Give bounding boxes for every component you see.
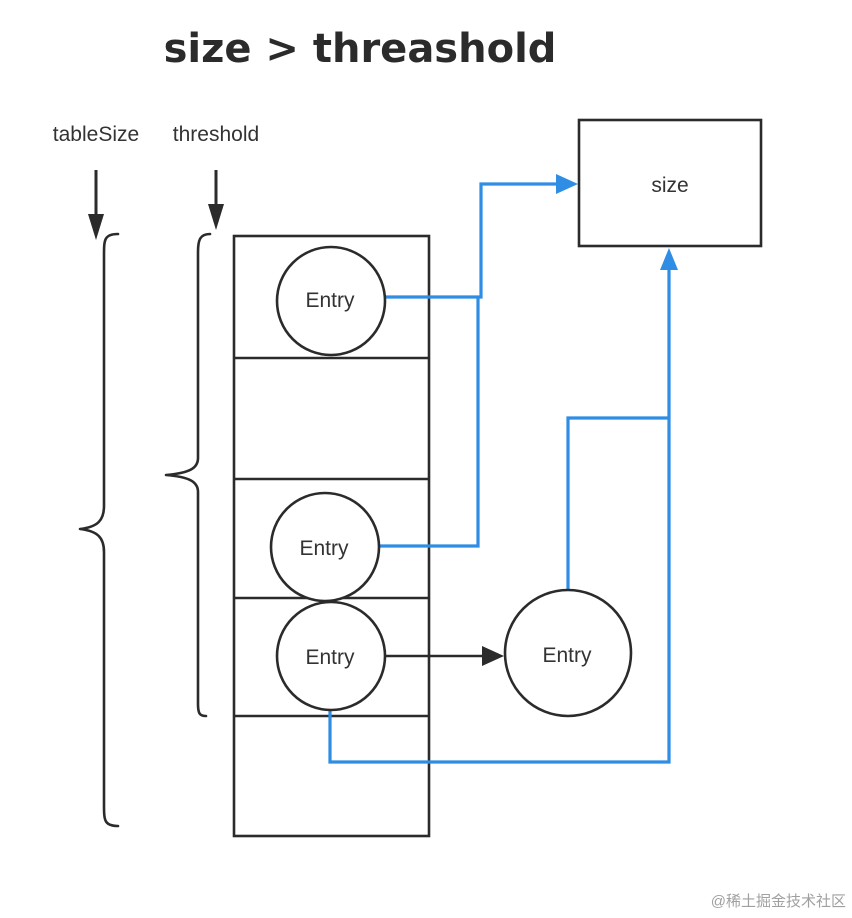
entry-label: Entry [305, 289, 355, 312]
entry-label: Entry [305, 646, 355, 669]
entry-node: Entry [275, 245, 387, 357]
size-box: size [577, 118, 763, 248]
size-left-arrowhead [556, 174, 578, 194]
watermark: @稀土掘金技术社区 [711, 893, 846, 910]
diagram-title: size > threashold [164, 26, 557, 72]
entry-node: Entry [269, 491, 381, 603]
size-box-label: size [651, 174, 688, 197]
entry-circle [269, 491, 381, 603]
entry-circle [275, 600, 387, 712]
entry-4-to-size-line [566, 416, 669, 590]
entry-node: Entry [275, 600, 387, 712]
entry-circle [503, 588, 633, 718]
entry-circle [275, 245, 387, 357]
entry-2-to-size-line [380, 297, 480, 548]
entry-label: Entry [542, 644, 592, 667]
table-size-label: tableSize [53, 123, 139, 146]
threshold-brace [164, 232, 212, 718]
threshold-label: threshold [173, 123, 259, 146]
next-pointer-arrowhead [482, 646, 504, 666]
table-size-brace [78, 232, 120, 828]
entry-3-to-size-line [328, 266, 671, 764]
threshold-down-arrow [208, 170, 224, 230]
table-size-down-arrow [88, 170, 104, 240]
entry-label: Entry [299, 537, 349, 560]
entry-node: Entry [503, 588, 633, 718]
size-bottom-arrowhead [660, 248, 678, 270]
blue-connectors [328, 174, 678, 764]
size-box-outline [577, 118, 763, 248]
entry-1-to-size-line [386, 182, 562, 299]
